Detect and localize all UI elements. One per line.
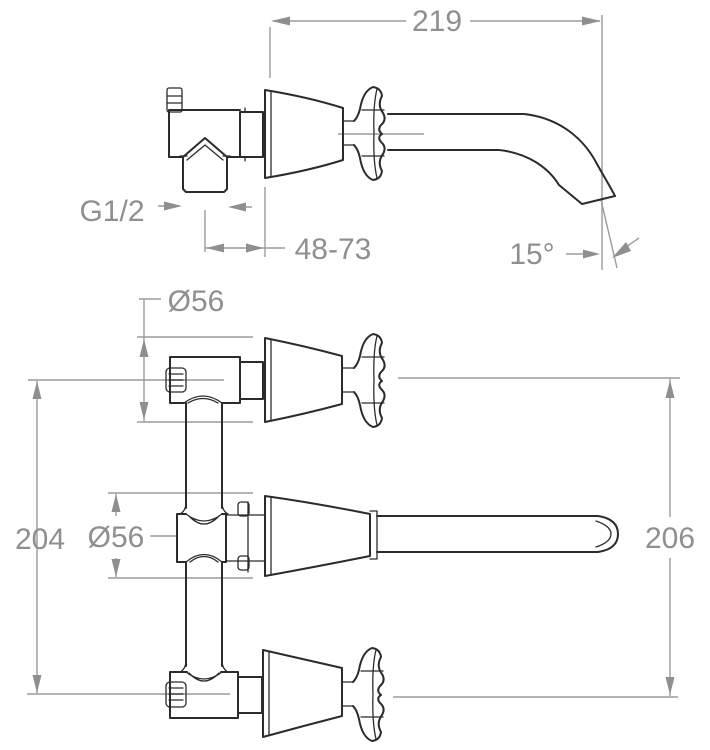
- side-handle-bell: [264, 89, 355, 179]
- dim-inlet-thread: G1/2: [79, 195, 252, 228]
- top-handle-unit: [165, 333, 386, 428]
- dim-right-height-label: 206: [645, 522, 695, 555]
- dim-left-height: 204: [15, 379, 230, 695]
- middle-spout-unit: [176, 495, 619, 577]
- bottom-handle-bell: [262, 649, 343, 738]
- dim-middle-rosette: Ø56: [88, 492, 253, 579]
- dim-top-rosette-label: Ø56: [168, 285, 225, 318]
- inlet-elbow: [179, 137, 231, 193]
- connector-block: [239, 107, 264, 162]
- wall-bracket: [166, 87, 241, 158]
- spout-tube: [376, 515, 619, 553]
- dimension-annotations: 219 G1/2 48-73 15°: [15, 5, 695, 698]
- mounting-screw-bottom: [237, 555, 250, 571]
- front-view: [165, 333, 619, 742]
- top-inlet-thread-cap: [165, 367, 187, 393]
- dim-middle-rosette-label: Ø56: [88, 521, 145, 554]
- dim-spout-reach: 219: [269, 5, 603, 270]
- dim-right-height: 206: [393, 377, 695, 698]
- bottom-cross-handle: [352, 647, 385, 742]
- mounting-screw-top: [237, 501, 250, 517]
- dim-spout-reach-label: 219: [412, 5, 462, 38]
- bottom-handle-unit: [165, 647, 385, 742]
- dim-inlet-thread-label: G1/2: [79, 195, 144, 228]
- dim-left-height-label: 204: [15, 523, 65, 556]
- bottom-inlet-thread-cap: [165, 681, 187, 708]
- dim-top-rosette: Ø56: [137, 285, 253, 423]
- top-handle-bell: [264, 337, 343, 423]
- side-spout: [387, 113, 616, 205]
- dim-spout-angle-label: 15°: [509, 238, 554, 271]
- spout-bell: [264, 495, 371, 577]
- dim-mounting-depth-label: 48-73: [295, 233, 372, 266]
- upper-supply-pipe: [179, 402, 229, 515]
- dim-mounting-depth: 48-73: [204, 187, 372, 266]
- dim-spout-angle: 15°: [509, 199, 640, 271]
- side-view: [166, 86, 616, 205]
- top-cross-handle: [353, 333, 386, 428]
